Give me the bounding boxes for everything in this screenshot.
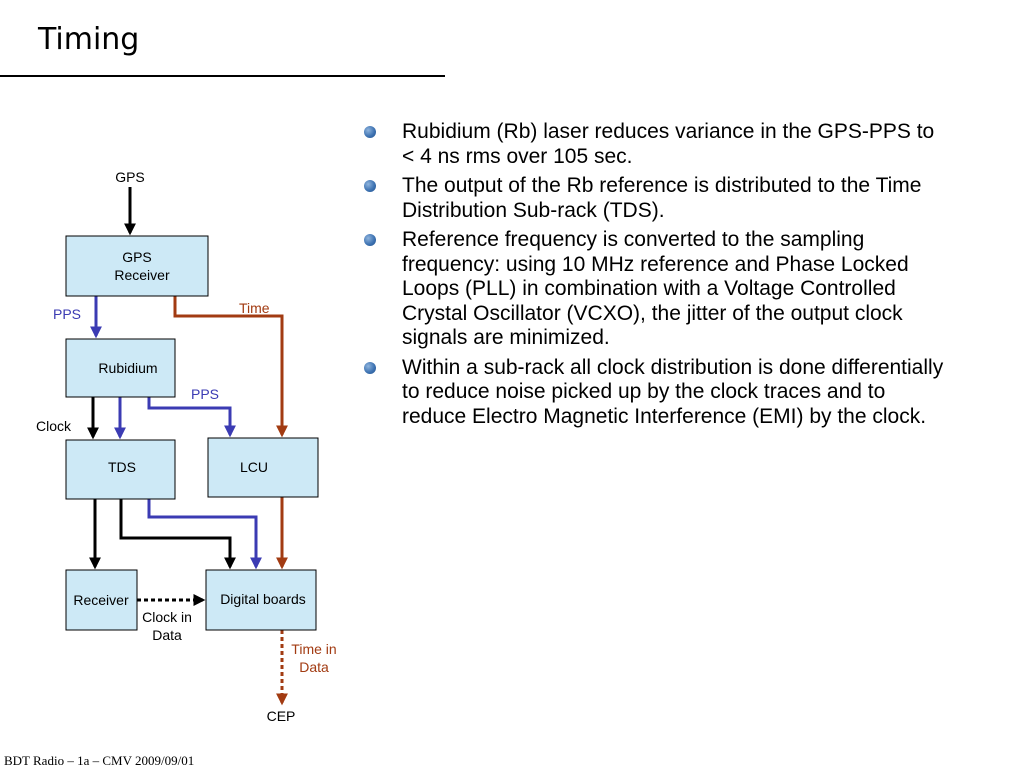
- tds-box: TDS: [65, 439, 176, 500]
- slide-title: Timing: [38, 22, 140, 57]
- bullet-item: The output of the Rb reference is distri…: [362, 174, 952, 223]
- bullet-item: Within a sub-rack all clock distribution…: [362, 356, 952, 430]
- digital-boards-label: Digital boards: [220, 591, 306, 607]
- gps-label: GPS: [115, 169, 145, 185]
- pps-label-2: PPS: [191, 386, 219, 402]
- gps-receiver-label-line2: Receiver: [114, 267, 170, 283]
- bullet-icon: [364, 126, 376, 138]
- title-underline: [0, 75, 445, 77]
- bullet-text: Within a sub-rack all clock distribution…: [402, 355, 944, 428]
- time-label: Time: [239, 300, 270, 316]
- bullet-list: Rubidium (Rb) laser reduces variance in …: [362, 120, 952, 434]
- digital-boards-box: Digital boards: [205, 569, 317, 631]
- clock-line-tds-to-digital: [119, 499, 236, 570]
- slide-footer: BDT Radio – 1a – CMV 2009/09/01: [4, 753, 195, 768]
- rubidium-box: Rubidium: [65, 338, 176, 398]
- pps-label-1: PPS: [53, 306, 81, 322]
- pps-line-rubidium-to-lcu: [147, 397, 236, 438]
- bullet-text: Reference frequency is converted to the …: [402, 228, 909, 349]
- rubidium-label: Rubidium: [98, 360, 157, 376]
- time-in-data-label-line1: Time in: [291, 641, 336, 657]
- lcu-label: LCU: [240, 459, 268, 475]
- bullet-item: Reference frequency is converted to the …: [362, 228, 952, 351]
- bullet-item: Rubidium (Rb) laser reduces variance in …: [362, 120, 952, 169]
- cep-label: CEP: [267, 708, 296, 724]
- bullet-text: The output of the Rb reference is distri…: [402, 174, 922, 222]
- bullet-icon: [364, 234, 376, 246]
- gps-receiver-box: GPS Receiver: [65, 235, 209, 297]
- receiver-box: Receiver: [65, 569, 138, 631]
- time-in-data-label-line2: Data: [299, 659, 329, 675]
- bullet-icon: [364, 180, 376, 192]
- gps-receiver-label-line1: GPS: [122, 249, 152, 265]
- tds-label: TDS: [108, 459, 136, 475]
- time-line-receiver-to-lcu: [173, 296, 288, 438]
- bullet-icon: [364, 361, 376, 374]
- bullet-text: Rubidium (Rb) laser reduces variance in …: [402, 120, 935, 168]
- pps-line-tds-to-digital: [147, 499, 262, 570]
- clock-in-data-label-line1: Clock in: [142, 609, 192, 625]
- lcu-box: LCU: [207, 437, 319, 498]
- clock-label: Clock: [36, 418, 72, 434]
- clock-in-data-label-line2: Data: [152, 627, 182, 643]
- receiver-label: Receiver: [73, 592, 129, 608]
